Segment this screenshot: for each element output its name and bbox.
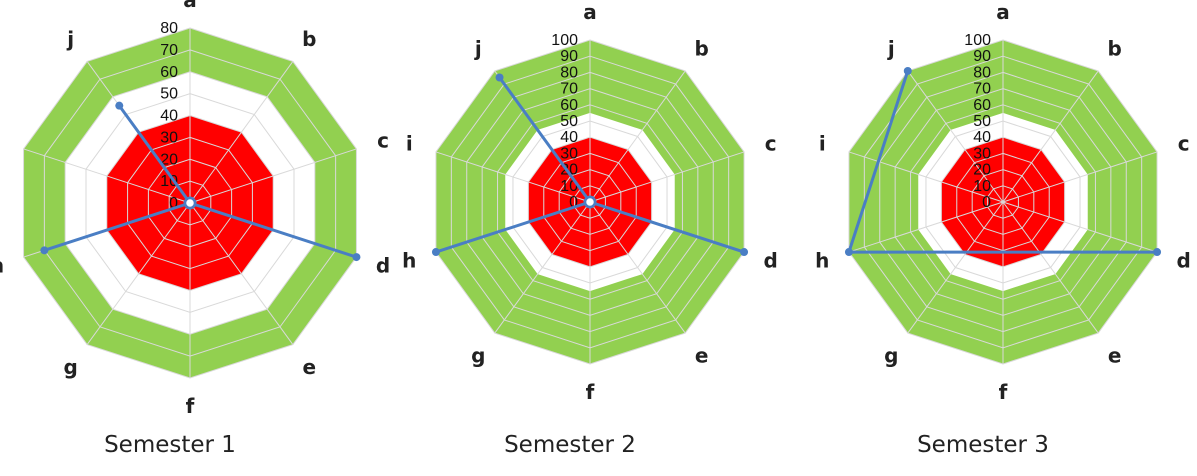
- grid-spoke: [848, 151, 1004, 203]
- axis-label-a: a: [583, 0, 597, 24]
- axis-label-a: a: [183, 0, 197, 12]
- grid-spoke: [189, 61, 294, 204]
- data-point-j: [495, 73, 504, 82]
- tick-label: 90: [973, 48, 991, 65]
- axis-label-b: b: [302, 27, 316, 51]
- tick-label: 70: [973, 81, 991, 98]
- chart-title: Semester 3: [917, 432, 1049, 458]
- grid-spoke: [1002, 201, 1158, 253]
- chart-title: Semester 1: [104, 432, 236, 458]
- radar-chart-2: 0102030405060708090100abcdefghijSemester…: [402, 0, 778, 458]
- tick-label: 50: [160, 86, 178, 103]
- tick-label: 10: [160, 173, 178, 190]
- grid-spoke: [848, 201, 1004, 253]
- tick-label: 70: [160, 42, 178, 59]
- tick-label: 60: [973, 97, 991, 114]
- data-point-i: [583, 195, 597, 209]
- grid-spoke: [589, 151, 745, 203]
- grid-spoke: [494, 201, 591, 334]
- tick-label: 10: [560, 178, 578, 195]
- grid-spoke: [86, 202, 191, 345]
- grid-spoke: [435, 151, 591, 203]
- tick-label: 50: [560, 113, 578, 130]
- grid-spoke: [907, 201, 1004, 334]
- axis-label-i: i: [406, 131, 413, 155]
- axis-label-g: g: [884, 344, 898, 368]
- data-point-j: [115, 101, 124, 110]
- axis-label-j: j: [474, 36, 482, 60]
- axis-label-a: a: [996, 0, 1010, 24]
- axis-label-f: f: [586, 380, 595, 404]
- grid-spoke: [189, 202, 294, 345]
- tick-label: 30: [973, 145, 991, 162]
- tick-label: 80: [973, 64, 991, 81]
- grid-spoke: [189, 148, 357, 204]
- tick-label: 0: [982, 194, 991, 211]
- axis-label-g: g: [471, 344, 485, 368]
- axis-label-j: j: [66, 27, 74, 51]
- tick-label: 40: [560, 129, 578, 146]
- axis-label-d: d: [1177, 249, 1191, 273]
- axis-label-g: g: [64, 355, 78, 379]
- axis-label-f: f: [999, 380, 1008, 404]
- tick-label: 100: [964, 32, 991, 49]
- tick-label: 70: [560, 81, 578, 98]
- tick-label: 10: [973, 178, 991, 195]
- axis-label-c: c: [765, 131, 777, 155]
- tick-label: 40: [973, 129, 991, 146]
- axis-label-f: f: [186, 394, 195, 418]
- data-point-j: [903, 66, 912, 75]
- axis-label-b: b: [1108, 36, 1122, 60]
- axis-label-d: d: [764, 249, 778, 273]
- data-point-d: [352, 253, 361, 262]
- tick-label: 50: [973, 113, 991, 130]
- tick-label: 60: [160, 64, 178, 81]
- grid-spoke: [1002, 151, 1158, 203]
- axis-label-c: c: [1178, 131, 1190, 155]
- chart-title: Semester 2: [504, 432, 636, 458]
- tick-label: 60: [560, 97, 578, 114]
- axis-label-d: d: [376, 254, 390, 278]
- axis-label-j: j: [887, 36, 895, 60]
- axis-label-h: h: [815, 249, 829, 273]
- data-point-h: [40, 246, 49, 255]
- grid-spoke: [1002, 70, 1099, 203]
- tick-label: 40: [160, 108, 178, 125]
- radar-chart-1: 01020304050607080abcdefghijSemester 1: [0, 0, 390, 458]
- tick-label: 0: [169, 195, 178, 212]
- grid-spoke: [1002, 201, 1099, 334]
- axis-label-b: b: [695, 36, 709, 60]
- data-point-h: [844, 248, 853, 257]
- data-point-i: [183, 196, 197, 210]
- grid-spoke: [589, 201, 686, 334]
- data-point-d: [1153, 248, 1162, 257]
- grid-spoke: [907, 70, 1004, 203]
- grid-spoke: [589, 70, 686, 203]
- data-point-h: [431, 248, 440, 257]
- data-point-d: [740, 248, 749, 257]
- grid-spoke: [23, 148, 191, 204]
- tick-label: 20: [973, 162, 991, 179]
- axis-label-h: h: [402, 249, 416, 273]
- tick-label: 80: [160, 20, 178, 37]
- axis-label-i: i: [819, 131, 826, 155]
- tick-label: 30: [560, 145, 578, 162]
- tick-label: 80: [560, 64, 578, 81]
- axis-label-c: c: [377, 128, 389, 152]
- tick-label: 20: [160, 151, 178, 168]
- tick-label: 90: [560, 48, 578, 65]
- axis-label-h: h: [0, 254, 4, 278]
- tick-label: 100: [551, 32, 578, 49]
- axis-label-e: e: [303, 355, 317, 379]
- tick-label: 0: [569, 194, 578, 211]
- axis-label-e: e: [695, 344, 709, 368]
- tick-label: 30: [160, 129, 178, 146]
- axis-label-e: e: [1108, 344, 1122, 368]
